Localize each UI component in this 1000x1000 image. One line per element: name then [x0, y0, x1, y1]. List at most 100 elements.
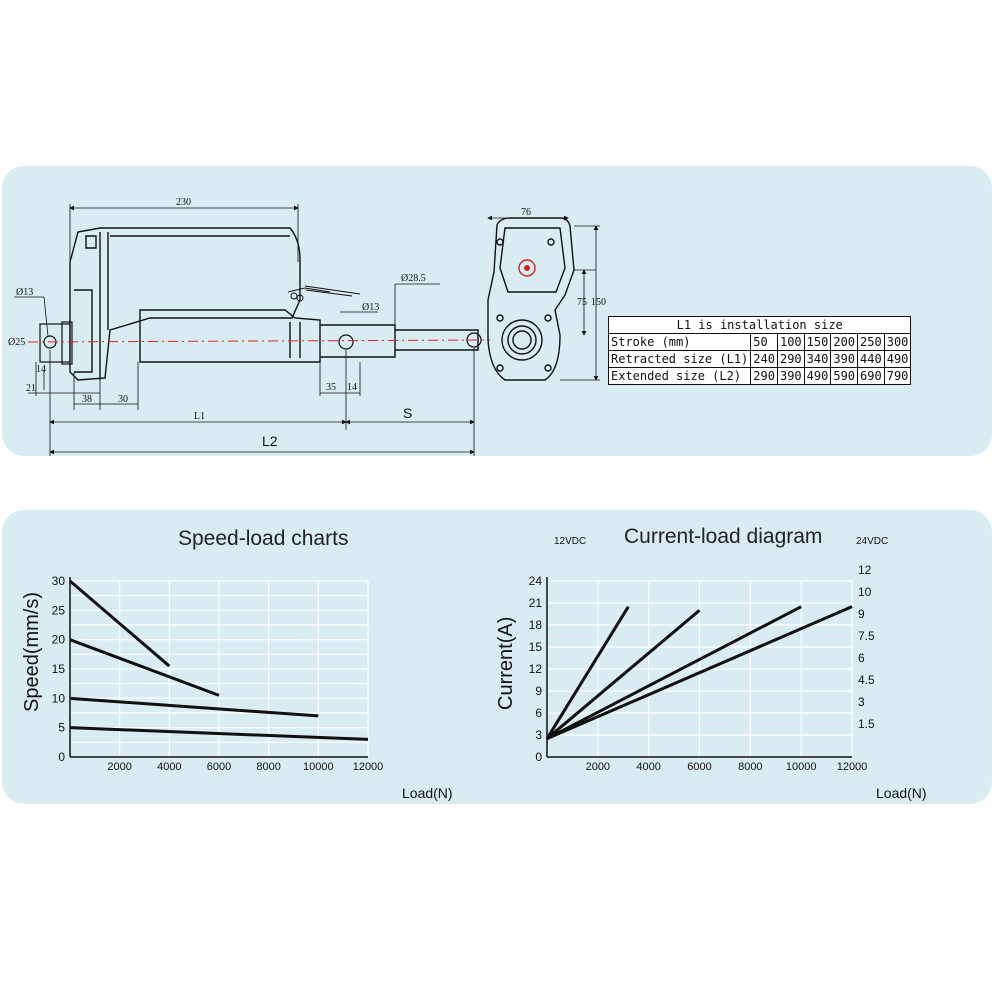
data-series-line	[69, 726, 369, 741]
speed-axes	[69, 577, 368, 758]
x-tick-label: 6000	[687, 761, 711, 773]
y-tick-label: 12	[529, 662, 543, 676]
speed-x-ticks: 2000 4000 6000 8000 10000 12000	[107, 761, 383, 773]
x-tick-label: 10000	[303, 761, 334, 773]
y-axis-label: Speed(mm/s)	[21, 592, 43, 712]
y-tick-label: 5	[58, 721, 65, 735]
speed-series	[69, 579, 369, 741]
y2-tick-label: 7.5	[858, 629, 875, 643]
y2-tick-label: 1.5	[858, 717, 875, 731]
table-cell: 440	[857, 350, 885, 368]
table-row: Extended size (L2) 290 390 490 590 690 7…	[607, 367, 912, 385]
y-tick-label: 20	[52, 633, 66, 647]
data-series-line	[546, 605, 853, 741]
y2-tick-label: 10	[858, 585, 872, 599]
outer-tube	[139, 309, 479, 363]
x-tick-label: 10000	[786, 761, 817, 773]
table-cell: 300	[883, 333, 912, 351]
charts-panel	[2, 510, 992, 804]
data-series-line	[69, 579, 171, 668]
dimension-lines	[14, 204, 600, 456]
y2-tick-label: 4.5	[858, 673, 875, 687]
y-tick-label: 0	[58, 750, 65, 764]
dim-21: 21	[26, 383, 36, 394]
dim-14-left: 14	[36, 364, 46, 375]
x-axis-label: Load(N)	[402, 785, 453, 801]
y2-tick-label: 9	[858, 607, 865, 621]
data-series-line	[545, 605, 630, 740]
data-series-line	[69, 696, 319, 718]
table-cell: 290	[776, 350, 805, 368]
current-axes	[546, 577, 852, 758]
y-tick-label: 30	[52, 574, 66, 588]
row-label: Extended size (L2)	[607, 367, 752, 385]
table-cell: 690	[857, 367, 885, 385]
table-cell: 240	[750, 350, 778, 368]
dimension-drawing-panel	[2, 166, 992, 456]
rod-end-hole	[466, 332, 482, 348]
x-tick-label: 4000	[157, 761, 181, 773]
y-tick-label: 9	[535, 684, 542, 698]
x-tick-label: 8000	[256, 761, 280, 773]
x-tick-label: 2000	[586, 761, 610, 773]
y2-tick-label: 3	[858, 695, 865, 709]
y-tick-label: 15	[52, 662, 66, 676]
table-cell: 290	[750, 367, 778, 385]
x-tick-label: 2000	[107, 761, 131, 773]
dim-L1: L1	[194, 411, 205, 422]
speed-y-ticks: 0 5 10 15 20 25 30	[52, 574, 66, 764]
chart-title: Speed-load charts	[178, 527, 348, 550]
data-series-line	[546, 609, 701, 740]
dim-76: 76	[521, 207, 531, 218]
dim-230: 230	[176, 197, 191, 208]
y-tick-label: 10	[52, 691, 66, 705]
table-cell: 590	[830, 367, 859, 385]
table-row: Stroke (mm) 50 100 150 200 250 300	[607, 333, 912, 351]
chart-title: Current-load diagram	[624, 525, 822, 548]
table-cell: 490	[803, 367, 832, 385]
y-axis-label: Current(A)	[495, 617, 517, 710]
dim-L2: L2	[262, 433, 278, 449]
dim-phi-13-right: Ø13	[362, 302, 379, 313]
table-cell: 390	[776, 367, 805, 385]
center-line	[27, 339, 491, 343]
cable-connector	[287, 285, 361, 302]
dim-phi-25: Ø25	[8, 337, 25, 348]
data-series-line	[546, 605, 802, 740]
rear-clevis	[39, 321, 73, 365]
dim-phi-13-left: Ø13	[16, 287, 33, 298]
dim-phi-28-5: Ø28.5	[401, 273, 426, 284]
dim-75: 75	[577, 297, 587, 308]
data-series-line	[69, 638, 220, 697]
dim-35: 35	[326, 382, 336, 393]
current-series	[545, 605, 853, 741]
y2-tick-label: 6	[858, 651, 865, 665]
dim-S: S	[403, 405, 412, 421]
y-tick-label: 25	[52, 603, 66, 617]
y-tick-label: 18	[529, 618, 543, 632]
x-tick-label: 12000	[353, 761, 384, 773]
x-tick-label: 4000	[636, 761, 660, 773]
table-cell: 790	[883, 367, 912, 385]
y-tick-label: 15	[529, 640, 543, 654]
x-tick-label: 8000	[738, 761, 762, 773]
current-load-chart: Current-load diagram 12VDC 24VDC 0369121…	[495, 525, 927, 801]
y-tick-label: 3	[535, 728, 542, 742]
installation-size-table: L1 is installation size Stroke (mm) 50 1…	[607, 316, 912, 385]
speed-load-chart: Speed-load charts 0 5 10 15 20 25 30 2000 4000 6…	[21, 527, 453, 801]
dim-14-right: 14	[347, 382, 357, 393]
current-grid	[547, 580, 853, 758]
x-tick-label: 6000	[207, 761, 231, 773]
mid-mount-hole	[338, 334, 354, 350]
motor-housing	[69, 227, 301, 381]
table-cell: 250	[857, 333, 885, 351]
table-cell: 340	[803, 350, 832, 368]
right-voltage-label: 24VDC	[856, 536, 888, 547]
x-axis-label: Load(N)	[876, 785, 927, 801]
dim-30: 30	[118, 394, 128, 405]
